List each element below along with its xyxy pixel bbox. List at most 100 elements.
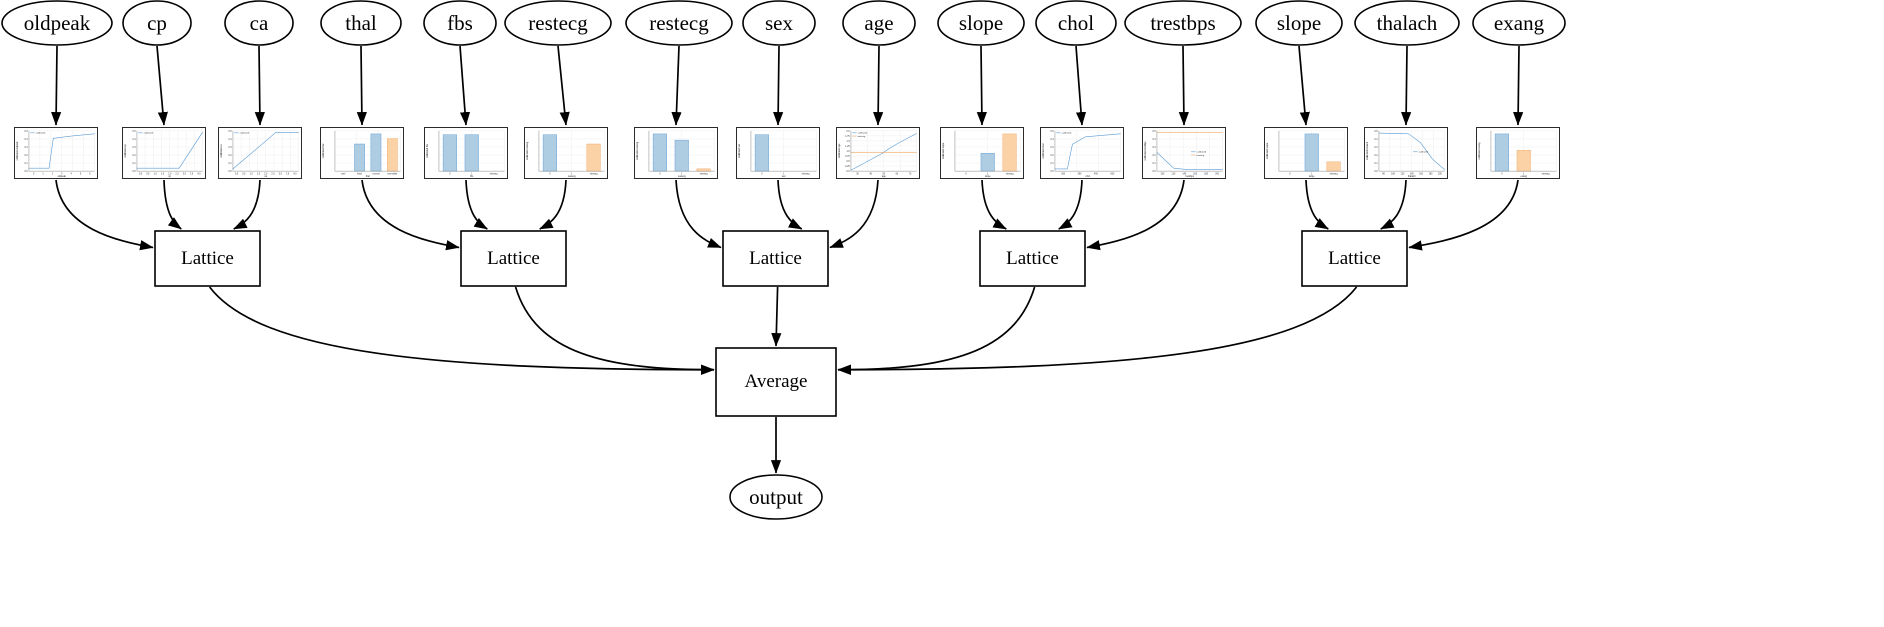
y-tick-label: 0.1	[25, 163, 29, 165]
x-tick-label: 50	[882, 173, 885, 175]
edge-chol-to-plot-chol	[1075, 45, 1087, 126]
feature-node-restecg1[interactable]	[504, 0, 612, 46]
x-tick-label: missing	[1542, 173, 1550, 175]
series-line-calibrated	[1378, 132, 1445, 170]
legend-label: calibrated	[144, 132, 154, 135]
x-tick-label: normal	[372, 173, 379, 175]
bar-1	[1516, 149, 1531, 172]
legend-label: calibrated	[858, 132, 868, 135]
edge-lattice-3-to-average	[771, 286, 782, 347]
feature-node-age[interactable]	[842, 0, 916, 46]
edge-plot-trestbps-to-lattice-4	[1086, 179, 1185, 251]
series-line-calibrated	[1054, 133, 1121, 170]
feature-node-thal[interactable]	[320, 0, 402, 46]
average-node[interactable]	[715, 347, 837, 417]
y-tick-label: 0.1	[1375, 163, 1379, 165]
x-tick-label: 180	[1204, 173, 1209, 175]
y-tick-label: 0.5	[133, 131, 137, 133]
x-tick-label: 0	[449, 173, 451, 175]
x-tick-label: 120	[1171, 173, 1176, 175]
y-tick-label: 0.5	[25, 131, 29, 133]
y-tick-label: 2.0	[847, 131, 851, 133]
bar-0	[542, 134, 557, 172]
x-axis-label: fbs	[470, 176, 474, 178]
y-tick-label: 0.0	[229, 171, 233, 173]
feature-node-thalach[interactable]	[1354, 0, 1460, 46]
feature-node-chol[interactable]	[1035, 0, 1117, 46]
feature-node-sex[interactable]	[742, 0, 816, 46]
x-tick-label: 1	[1311, 173, 1313, 175]
feature-node-oldpeak[interactable]	[1, 0, 113, 46]
x-axis-label: ca	[264, 176, 267, 178]
x-tick-label: 4	[70, 173, 72, 175]
x-tick-label: 3.0	[279, 173, 283, 175]
y-tick-label: 0.0	[133, 171, 137, 173]
edge-lattice-2-to-average	[514, 286, 715, 375]
x-tick-label: 0	[1501, 173, 1503, 175]
y-tick-label: 0.1	[1153, 163, 1157, 165]
feature-node-cp[interactable]	[122, 0, 192, 46]
lattice-node-lattice-3[interactable]	[722, 230, 829, 287]
feature-node-slope2[interactable]	[1255, 0, 1343, 46]
x-tick-label: 5	[80, 173, 82, 175]
y-axis-label: calibrated chol	[1042, 143, 1045, 158]
bar-0	[652, 133, 667, 172]
x-tick-label: 3	[61, 173, 63, 175]
feature-node-fbs[interactable]	[423, 0, 497, 46]
y-tick-label: 0.5	[1153, 131, 1157, 133]
bar-missing	[1326, 161, 1341, 172]
y-tick-label: 0.0	[1153, 171, 1157, 173]
edge-plot-cp-to-lattice-1	[163, 179, 182, 230]
x-axis-label: restecg	[678, 175, 686, 178]
feature-node-ca[interactable]	[224, 0, 294, 46]
y-tick-label: 0.5	[1051, 131, 1055, 133]
feature-node-slope1[interactable]	[937, 0, 1025, 46]
x-tick-label: 200	[1438, 173, 1443, 175]
x-tick-label: 2.5	[271, 173, 275, 175]
feature-node-trestbps[interactable]	[1124, 0, 1242, 46]
edge-plot-exang-to-lattice-5	[1408, 179, 1519, 251]
y-axis-label: calibrated thal	[322, 143, 325, 158]
bar-missing	[696, 168, 711, 172]
y-axis-label: calibrated restecg	[526, 141, 529, 160]
y-tick-label: 0.3	[229, 147, 233, 149]
y-tick-label: 0.3	[25, 147, 29, 149]
lattice-node-lattice-2[interactable]	[460, 230, 567, 287]
x-tick-label: 100	[1391, 173, 1396, 175]
y-tick-label: 0.3	[1375, 147, 1379, 149]
bar-0	[754, 134, 769, 172]
x-axis-label: exang	[1521, 176, 1528, 178]
x-tick-label: 70	[909, 173, 912, 175]
series-line-calibrated	[136, 132, 203, 169]
edge-trestbps-to-plot-trestbps	[1178, 45, 1189, 126]
x-tick-label: 2.0	[264, 173, 268, 175]
edge-slope1-to-plot-slope-1	[976, 45, 987, 126]
lattice-node-lattice-1[interactable]	[154, 230, 261, 287]
x-tick-label: 2.0	[168, 173, 172, 175]
output-node[interactable]	[729, 474, 823, 520]
edge-plot-thalach-to-lattice-5	[1380, 179, 1407, 230]
x-tick-label: 0	[1289, 173, 1291, 175]
edge-lattice-1-to-average	[208, 286, 715, 375]
feature-node-exang[interactable]	[1472, 0, 1566, 46]
feature-node-restecg2[interactable]	[625, 0, 733, 46]
legend-label: missing	[1197, 155, 1205, 157]
x-tick-label: 2.5	[175, 173, 179, 175]
y-tick-label: 0.4	[229, 139, 233, 141]
x-tick-label: missing	[700, 173, 708, 175]
lattice-node-lattice-5[interactable]	[1301, 230, 1408, 287]
x-axis-label: sex	[782, 176, 787, 178]
y-tick-label: 1.75	[845, 136, 850, 138]
lattice-node-lattice-4[interactable]	[979, 230, 1086, 287]
bar-fixed	[354, 143, 365, 172]
edge-cp-to-plot-cp	[156, 45, 168, 126]
x-tick-label: 1	[681, 173, 683, 175]
x-tick-label: 140	[1182, 173, 1187, 175]
